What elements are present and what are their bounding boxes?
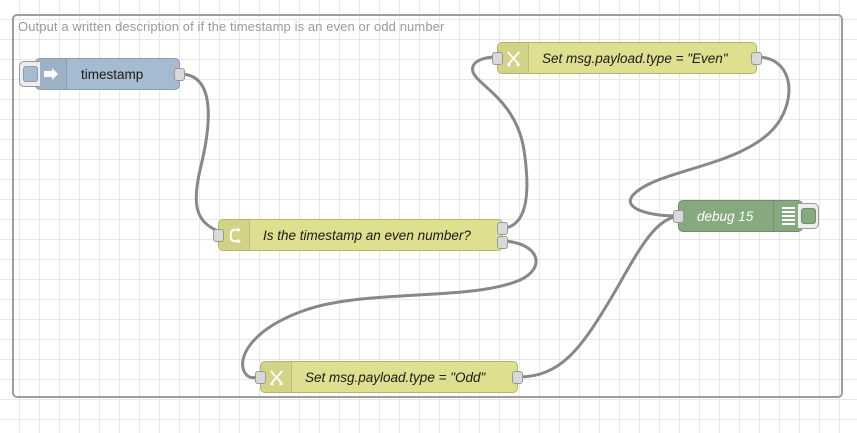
- node-label-change-even: Set msg.payload.type = "Even": [542, 50, 728, 66]
- change-swap-icon: [498, 43, 529, 73]
- node-debug[interactable]: debug 15: [673, 200, 819, 232]
- node-label-switch: Is the timestamp an even number?: [263, 227, 471, 243]
- node-label-debug: debug 15: [697, 208, 754, 224]
- port-output-switch-1[interactable]: [497, 236, 508, 249]
- port-input-change-even-0[interactable]: [492, 52, 503, 65]
- port-output-change-odd-0[interactable]: [512, 371, 523, 384]
- port-output-switch-0[interactable]: [497, 222, 508, 235]
- port-input-debug-0[interactable]: [673, 210, 684, 223]
- change-swap-icon: [261, 362, 292, 392]
- debug-toggle-knob: [800, 208, 816, 224]
- debug-lines-icon: [773, 201, 802, 231]
- node-switch-even-check[interactable]: Is the timestamp an even number?: [213, 219, 508, 251]
- port-input-change-odd-0[interactable]: [255, 371, 266, 384]
- node-label-inject: timestamp: [81, 66, 144, 82]
- inject-trigger-button[interactable]: [19, 61, 40, 87]
- flow-group-label: Output a written description of if the t…: [18, 19, 445, 34]
- node-inject-timestamp[interactable]: timestamp: [19, 58, 185, 90]
- inject-trigger-knob: [22, 66, 38, 82]
- port-input-switch-0[interactable]: [213, 229, 224, 242]
- port-output-change-even-0[interactable]: [751, 52, 762, 65]
- node-change-odd[interactable]: Set msg.payload.type = "Odd": [255, 361, 523, 393]
- port-output-inject-0[interactable]: [174, 68, 185, 81]
- flow-group-box[interactable]: [12, 14, 843, 398]
- arrow-right-icon: [36, 59, 67, 89]
- debug-toggle-button[interactable]: [798, 203, 819, 229]
- switch-branch-icon: [219, 220, 250, 250]
- node-label-change-odd: Set msg.payload.type = "Odd": [305, 369, 486, 385]
- node-change-even[interactable]: Set msg.payload.type = "Even": [492, 42, 762, 74]
